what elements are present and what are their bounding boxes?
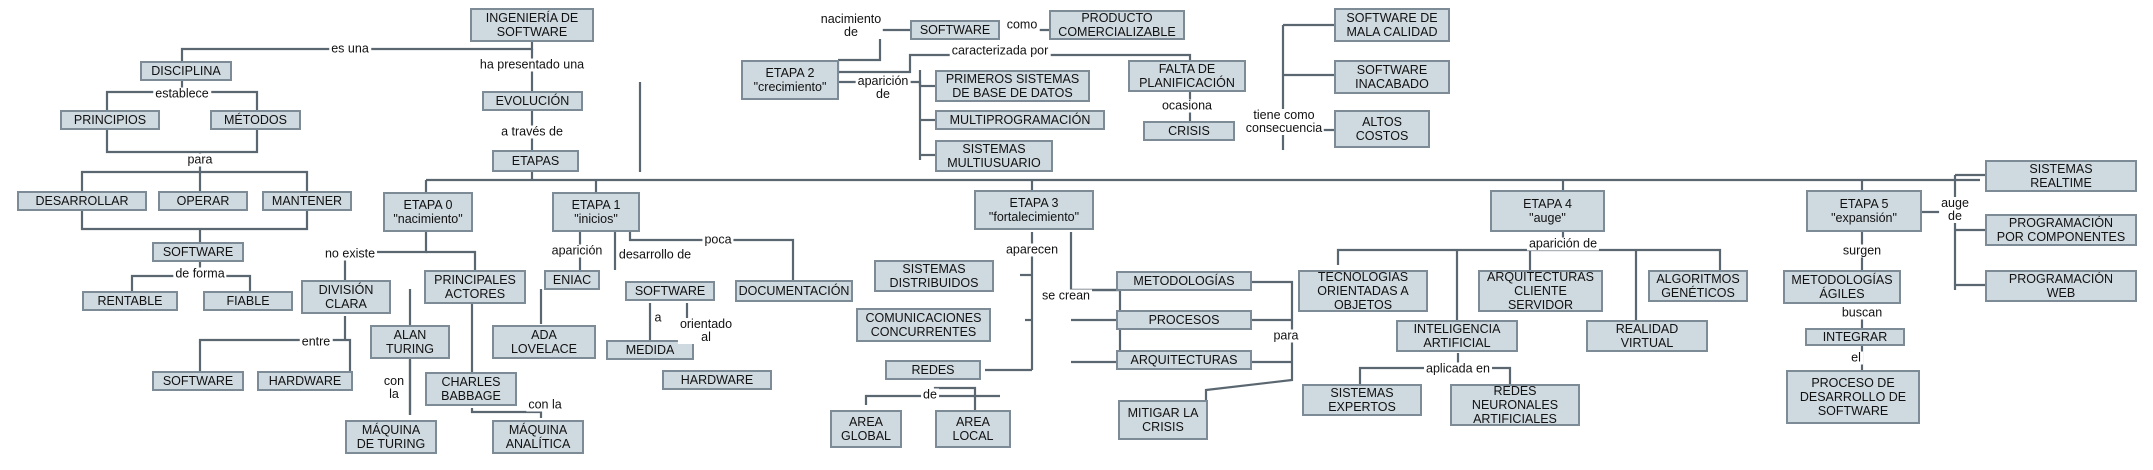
label-ha-presentado-una: ha presentado una xyxy=(477,57,587,72)
node-maquina-analitica[interactable]: MÁQUINA ANALÍTICA xyxy=(492,420,584,454)
node-documentacion[interactable]: DOCUMENTACIÓN xyxy=(735,280,853,302)
label-nacimiento-de: nacimiento de xyxy=(818,12,884,39)
label-poca: poca xyxy=(702,232,734,247)
node-proceso-desarrollo[interactable]: PROCESO DE DESARROLLO DE SOFTWARE xyxy=(1786,370,1920,424)
node-desarrollar[interactable]: DESARROLLAR xyxy=(17,191,147,211)
label-entre: entre xyxy=(299,334,333,349)
node-sistemas-realtime[interactable]: SISTEMAS REALTIME xyxy=(1985,160,2137,192)
node-producto[interactable]: PRODUCTO COMERCIALIZABLE xyxy=(1049,10,1185,40)
node-falta-planificacion[interactable]: FALTA DE PLANIFICACIÓN xyxy=(1128,60,1246,92)
label-orientado-al: orientado al xyxy=(677,317,735,344)
node-primeros-sistemas[interactable]: PRIMEROS SISTEMAS DE BASE DE DATOS xyxy=(935,70,1090,102)
label-de-forma: de forma xyxy=(173,266,227,281)
node-charles-babbage[interactable]: CHARLES BABBAGE xyxy=(425,372,517,406)
node-etapa3[interactable]: ETAPA 3 "fortalecimiento" xyxy=(974,190,1094,230)
node-etapa4[interactable]: ETAPA 4 "auge" xyxy=(1490,190,1605,232)
node-medida[interactable]: MEDIDA xyxy=(606,340,694,360)
node-crisis[interactable]: CRISIS xyxy=(1143,121,1235,141)
label-como: como xyxy=(1004,17,1040,32)
label-aparicion-1: aparición xyxy=(549,243,605,258)
label-de: de xyxy=(921,387,939,402)
node-ingenieria[interactable]: INGENIERÍA DE SOFTWARE xyxy=(470,8,594,42)
node-etapa5[interactable]: ETAPA 5 "expansión" xyxy=(1806,190,1922,232)
label-el: el xyxy=(1849,350,1863,365)
node-area-local[interactable]: AREA LOCAL xyxy=(935,410,1011,448)
node-arq-cliente[interactable]: ARQUITECTURAS CLIENTE SERVIDOR xyxy=(1478,270,1603,312)
node-procesos[interactable]: PROCESOS xyxy=(1116,310,1252,330)
node-software-mala[interactable]: SOFTWARE DE MALA CALIDAD xyxy=(1334,8,1450,42)
label-a-traves-de: a través de xyxy=(499,124,565,139)
node-fiable[interactable]: FIABLE xyxy=(203,291,293,311)
node-algoritmos[interactable]: ALGORITMOS GENÉTICOS xyxy=(1648,270,1748,302)
label-desarrollo-de: desarrollo de xyxy=(616,247,694,262)
node-prog-componentes[interactable]: PROGRAMACIÓN POR COMPONENTES xyxy=(1985,214,2137,246)
node-integrar[interactable]: INTEGRAR xyxy=(1805,328,1905,346)
node-sistemas-multiusuario[interactable]: SISTEMAS MULTIUSUARIO xyxy=(935,140,1053,172)
node-metodos[interactable]: MÉTODOS xyxy=(210,110,301,130)
node-principales-actores[interactable]: PRINCIPALES ACTORES xyxy=(424,270,526,304)
label-con-la-1: con la xyxy=(381,374,407,401)
node-rentable[interactable]: RENTABLE xyxy=(82,291,178,311)
node-software-nacimiento[interactable]: SOFTWARE xyxy=(910,20,1000,40)
node-hardware-orientado[interactable]: HARDWARE xyxy=(662,370,772,390)
node-realidad-virtual[interactable]: REALIDAD VIRTUAL xyxy=(1586,320,1708,352)
label-se-crean: se crean xyxy=(1040,288,1092,303)
label-ocasiona: ocasiona xyxy=(1159,98,1215,113)
node-metodologias-agiles[interactable]: METODOLOGÍAS ÁGILES xyxy=(1783,270,1901,304)
node-sistemas-distribuidos[interactable]: SISTEMAS DISTRIBUIDOS xyxy=(874,260,994,292)
node-division-clara[interactable]: DIVISIÓN CLARA xyxy=(301,280,391,314)
label-aparicion-de-4: aparición de xyxy=(1526,236,1600,251)
label-auge-de: auge de xyxy=(1939,196,1971,223)
node-sistemas-expertos[interactable]: SISTEMAS EXPERTOS xyxy=(1302,384,1422,416)
node-software-desarrollo[interactable]: SOFTWARE xyxy=(625,281,715,301)
node-comunicaciones[interactable]: COMUNICACIONES CONCURRENTES xyxy=(856,308,991,342)
node-mantener[interactable]: MANTENER xyxy=(262,191,352,211)
node-etapas[interactable]: ETAPAS xyxy=(492,150,579,172)
node-eniac[interactable]: ENIAC xyxy=(544,270,600,290)
node-operar[interactable]: OPERAR xyxy=(158,191,248,211)
node-maquina-turing[interactable]: MÁQUINA DE TURING xyxy=(345,420,437,454)
node-inteligencia[interactable]: INTELIGENCIA ARTIFICIAL xyxy=(1396,320,1518,352)
node-software-forma[interactable]: SOFTWARE xyxy=(152,242,244,262)
node-etapa2[interactable]: ETAPA 2 "crecimiento" xyxy=(741,60,839,100)
label-para-2: para xyxy=(1271,328,1301,343)
node-software-inacabado[interactable]: SOFTWARE INACABADO xyxy=(1334,60,1450,94)
label-a: a xyxy=(652,310,664,325)
label-para-1: para xyxy=(185,152,215,167)
node-disciplina[interactable]: DISCIPLINA xyxy=(140,61,232,81)
label-surgen: surgen xyxy=(1840,243,1884,258)
node-redes[interactable]: REDES xyxy=(885,360,981,380)
node-evolucion[interactable]: EVOLUCIÓN xyxy=(482,91,583,111)
node-area-global[interactable]: AREA GLOBAL xyxy=(830,410,902,448)
label-con-la-2: con la xyxy=(526,397,564,412)
node-software-entre[interactable]: SOFTWARE xyxy=(152,371,244,391)
node-alan-turing[interactable]: ALAN TURING xyxy=(370,325,450,359)
label-aplicada-en: aplicada en xyxy=(1424,361,1492,376)
node-etapa1[interactable]: ETAPA 1 "inicios" xyxy=(552,192,640,232)
node-redes-neuronales[interactable]: REDES NEURONALES ARTIFICIALES xyxy=(1450,384,1580,426)
label-es-una: es una xyxy=(329,41,371,56)
node-hardware-entre[interactable]: HARDWARE xyxy=(257,371,353,391)
node-tecnologias-oo[interactable]: TECNOLOGÍAS ORIENTADAS A OBJETOS xyxy=(1298,270,1428,312)
node-metodologias[interactable]: METODOLOGÍAS xyxy=(1116,271,1252,291)
node-etapa0[interactable]: ETAPA 0 "nacimiento" xyxy=(383,192,473,232)
label-no-existe: no existe xyxy=(322,246,378,261)
node-arquitecturas[interactable]: ARQUITECTURAS xyxy=(1116,350,1252,370)
label-aparecen: aparecen xyxy=(1003,242,1061,257)
label-aparicion-de-2: aparición de xyxy=(855,74,911,101)
node-prog-web[interactable]: PROGRAMACIÓN WEB xyxy=(1985,270,2137,302)
label-tiene-como: tiene como consecuencia xyxy=(1243,108,1325,135)
label-buscan: buscan xyxy=(1839,305,1885,320)
node-altos-costos[interactable]: ALTOS COSTOS xyxy=(1334,110,1430,148)
node-multiprogramacion[interactable]: MULTIPROGRAMACIÓN xyxy=(935,110,1105,130)
label-caracterizada-por: caracterizada por xyxy=(949,43,1051,58)
node-principios[interactable]: PRINCIPIOS xyxy=(60,110,160,130)
node-ada-lovelace[interactable]: ADA LOVELACE xyxy=(492,325,596,359)
label-establece: establece xyxy=(153,86,211,101)
node-mitigar[interactable]: MITIGAR LA CRISIS xyxy=(1118,400,1208,440)
